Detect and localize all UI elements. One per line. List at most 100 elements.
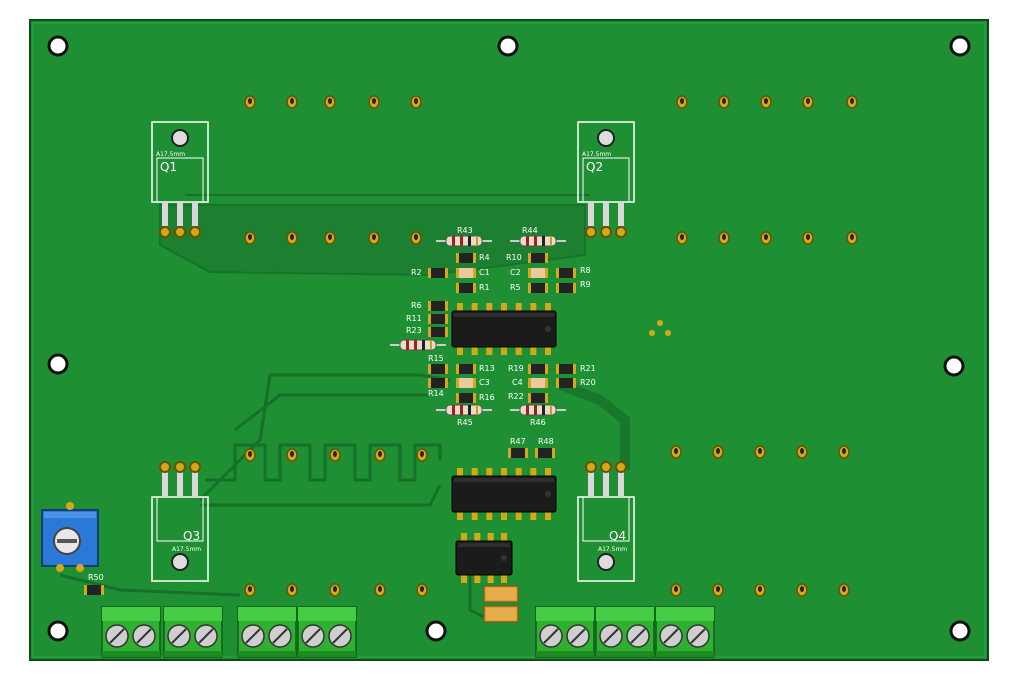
smd-resistor [528,393,548,403]
solder-pin [244,583,256,597]
svg-text:R22: R22 [508,392,524,401]
solder-pin [416,448,428,462]
q2-package: A17.5mm [582,151,611,158]
smd-resistor [428,268,448,278]
smd-resistor [528,364,548,374]
terminal-block [163,606,223,658]
svg-text:R50: R50 [88,573,104,582]
pin-rows [244,95,858,597]
solder-pin [670,445,682,459]
terminal-block [535,606,595,658]
solder-pin [416,583,428,597]
solder-pin [286,583,298,597]
solder-pin [244,231,256,245]
smd-resistor [528,283,548,293]
terminal-block [101,606,161,658]
resistor-r45: R45 [436,404,492,427]
r43-label: R43 [457,226,473,235]
solder-pin [329,583,341,597]
trimmer-pot [41,502,99,572]
svg-text:C2: C2 [510,268,521,277]
smd-resistor [428,378,448,388]
solder-pin [374,583,386,597]
solder-pin [410,231,422,245]
r45-label: R45 [457,418,473,427]
smd-resistor [535,448,555,458]
svg-text:R15: R15 [428,354,444,363]
solder-pin [754,583,766,597]
solder-pin [838,583,850,597]
solder-pin [374,448,386,462]
q3-label: Q3 [183,529,200,543]
solder-pin [718,231,730,245]
smd-components [84,253,576,595]
solder-pin [670,583,682,597]
meander-trace [205,443,442,482]
smd-resistor [428,364,448,374]
svg-text:R21: R21 [580,364,596,373]
solder-pin [796,583,808,597]
solder-pin [712,445,724,459]
mounting-holes [47,35,971,642]
solder-pin [718,95,730,109]
svg-text:R20: R20 [580,378,596,387]
smd-resistor [556,283,576,293]
q1-label: Q1 [160,160,177,174]
test-points [649,320,671,336]
solder-pin [754,445,766,459]
svg-text:R4: R4 [479,253,490,262]
solder-pin [712,583,724,597]
trace-right-pour [558,380,630,470]
smd-resistor [456,393,476,403]
solder-pin [760,95,772,109]
resistor-r43: R43 [436,226,492,247]
transistor-q2: Q2 A17.5mm [577,121,635,238]
solder-pin [676,231,688,245]
solder-pin [329,448,341,462]
svg-text:R2: R2 [411,268,422,277]
smd-resistor [556,268,576,278]
trace-trimmer [59,573,241,597]
terminal-block [237,606,297,658]
solder-pin [802,231,814,245]
svg-text:R10: R10 [506,253,522,262]
smd-resistor [508,448,528,458]
q1-package: A17.5mm [156,151,185,158]
smd-labels: R4 R2 C1 R1 R10 C2 R8 R5 R9 R6 R11 R23 R… [88,253,596,582]
trace-left-3 [200,484,442,507]
svg-text:R48: R48 [538,437,554,446]
smd-resistor [456,364,476,374]
solder-pin [324,95,336,109]
svg-text:R9: R9 [580,280,591,289]
solder-pin [796,445,808,459]
q2-label: Q2 [586,160,603,174]
svg-text:C3: C3 [479,378,490,387]
resistor-r44: R44 [510,226,566,247]
solder-pin [846,231,858,245]
smd-capacitor [456,378,476,388]
smd-capacitor [456,268,476,278]
solder-pin [244,448,256,462]
svg-text:R13: R13 [479,364,495,373]
smd-resistor [556,378,576,388]
solder-pin [286,95,298,109]
trace-left-2 [234,393,430,432]
transistor-q1: Q1 A17.5mm [151,121,209,238]
smd-capacitor [528,378,548,388]
transistor-q3: Q3 A17.5mm [151,461,209,582]
solder-pin [286,448,298,462]
solder-pin [244,95,256,109]
smd-resistor [428,327,448,337]
resistor-r46: R46 [510,404,566,427]
svg-text:C4: C4 [512,378,523,387]
solder-pin [324,231,336,245]
solder-pin [676,95,688,109]
pcb-board-edge [32,22,986,658]
terminal-block [297,606,357,658]
smd-resistor [456,283,476,293]
q4-package: A17.5mm [598,546,627,553]
smd-resistor [428,301,448,311]
solder-pin [368,231,380,245]
smd-resistor [456,253,476,263]
